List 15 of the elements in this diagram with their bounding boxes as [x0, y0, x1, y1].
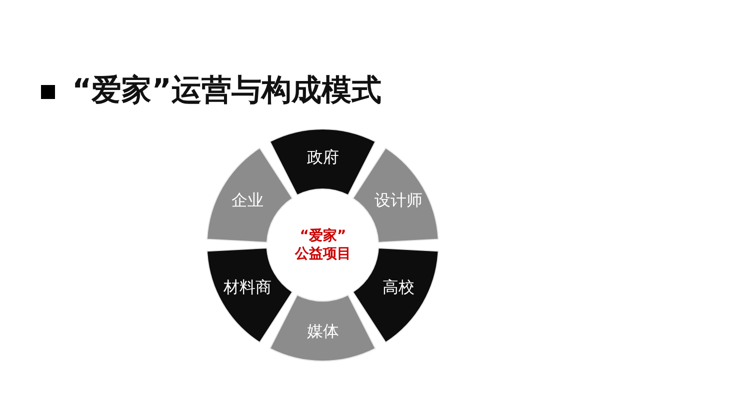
- segment-label: 高校: [382, 278, 414, 299]
- center-label: 公益项目: [295, 245, 351, 263]
- ring-segment: [270, 129, 376, 196]
- segment-label: 企业: [232, 190, 264, 212]
- center-label: “爱家”: [300, 227, 346, 245]
- ring-segment: [353, 148, 439, 242]
- ring-segment: [353, 248, 439, 342]
- title: “爱家”运营与构成模式: [72, 72, 382, 110]
- segment-label: 媒体: [306, 321, 339, 342]
- ring-segment: [270, 294, 376, 361]
- segment-label: 材料商: [224, 278, 272, 299]
- ring-segment: [207, 248, 292, 342]
- segment-label: 设计师: [374, 190, 422, 212]
- ring-segment: [207, 148, 292, 242]
- segment-label: 政府: [306, 148, 339, 168]
